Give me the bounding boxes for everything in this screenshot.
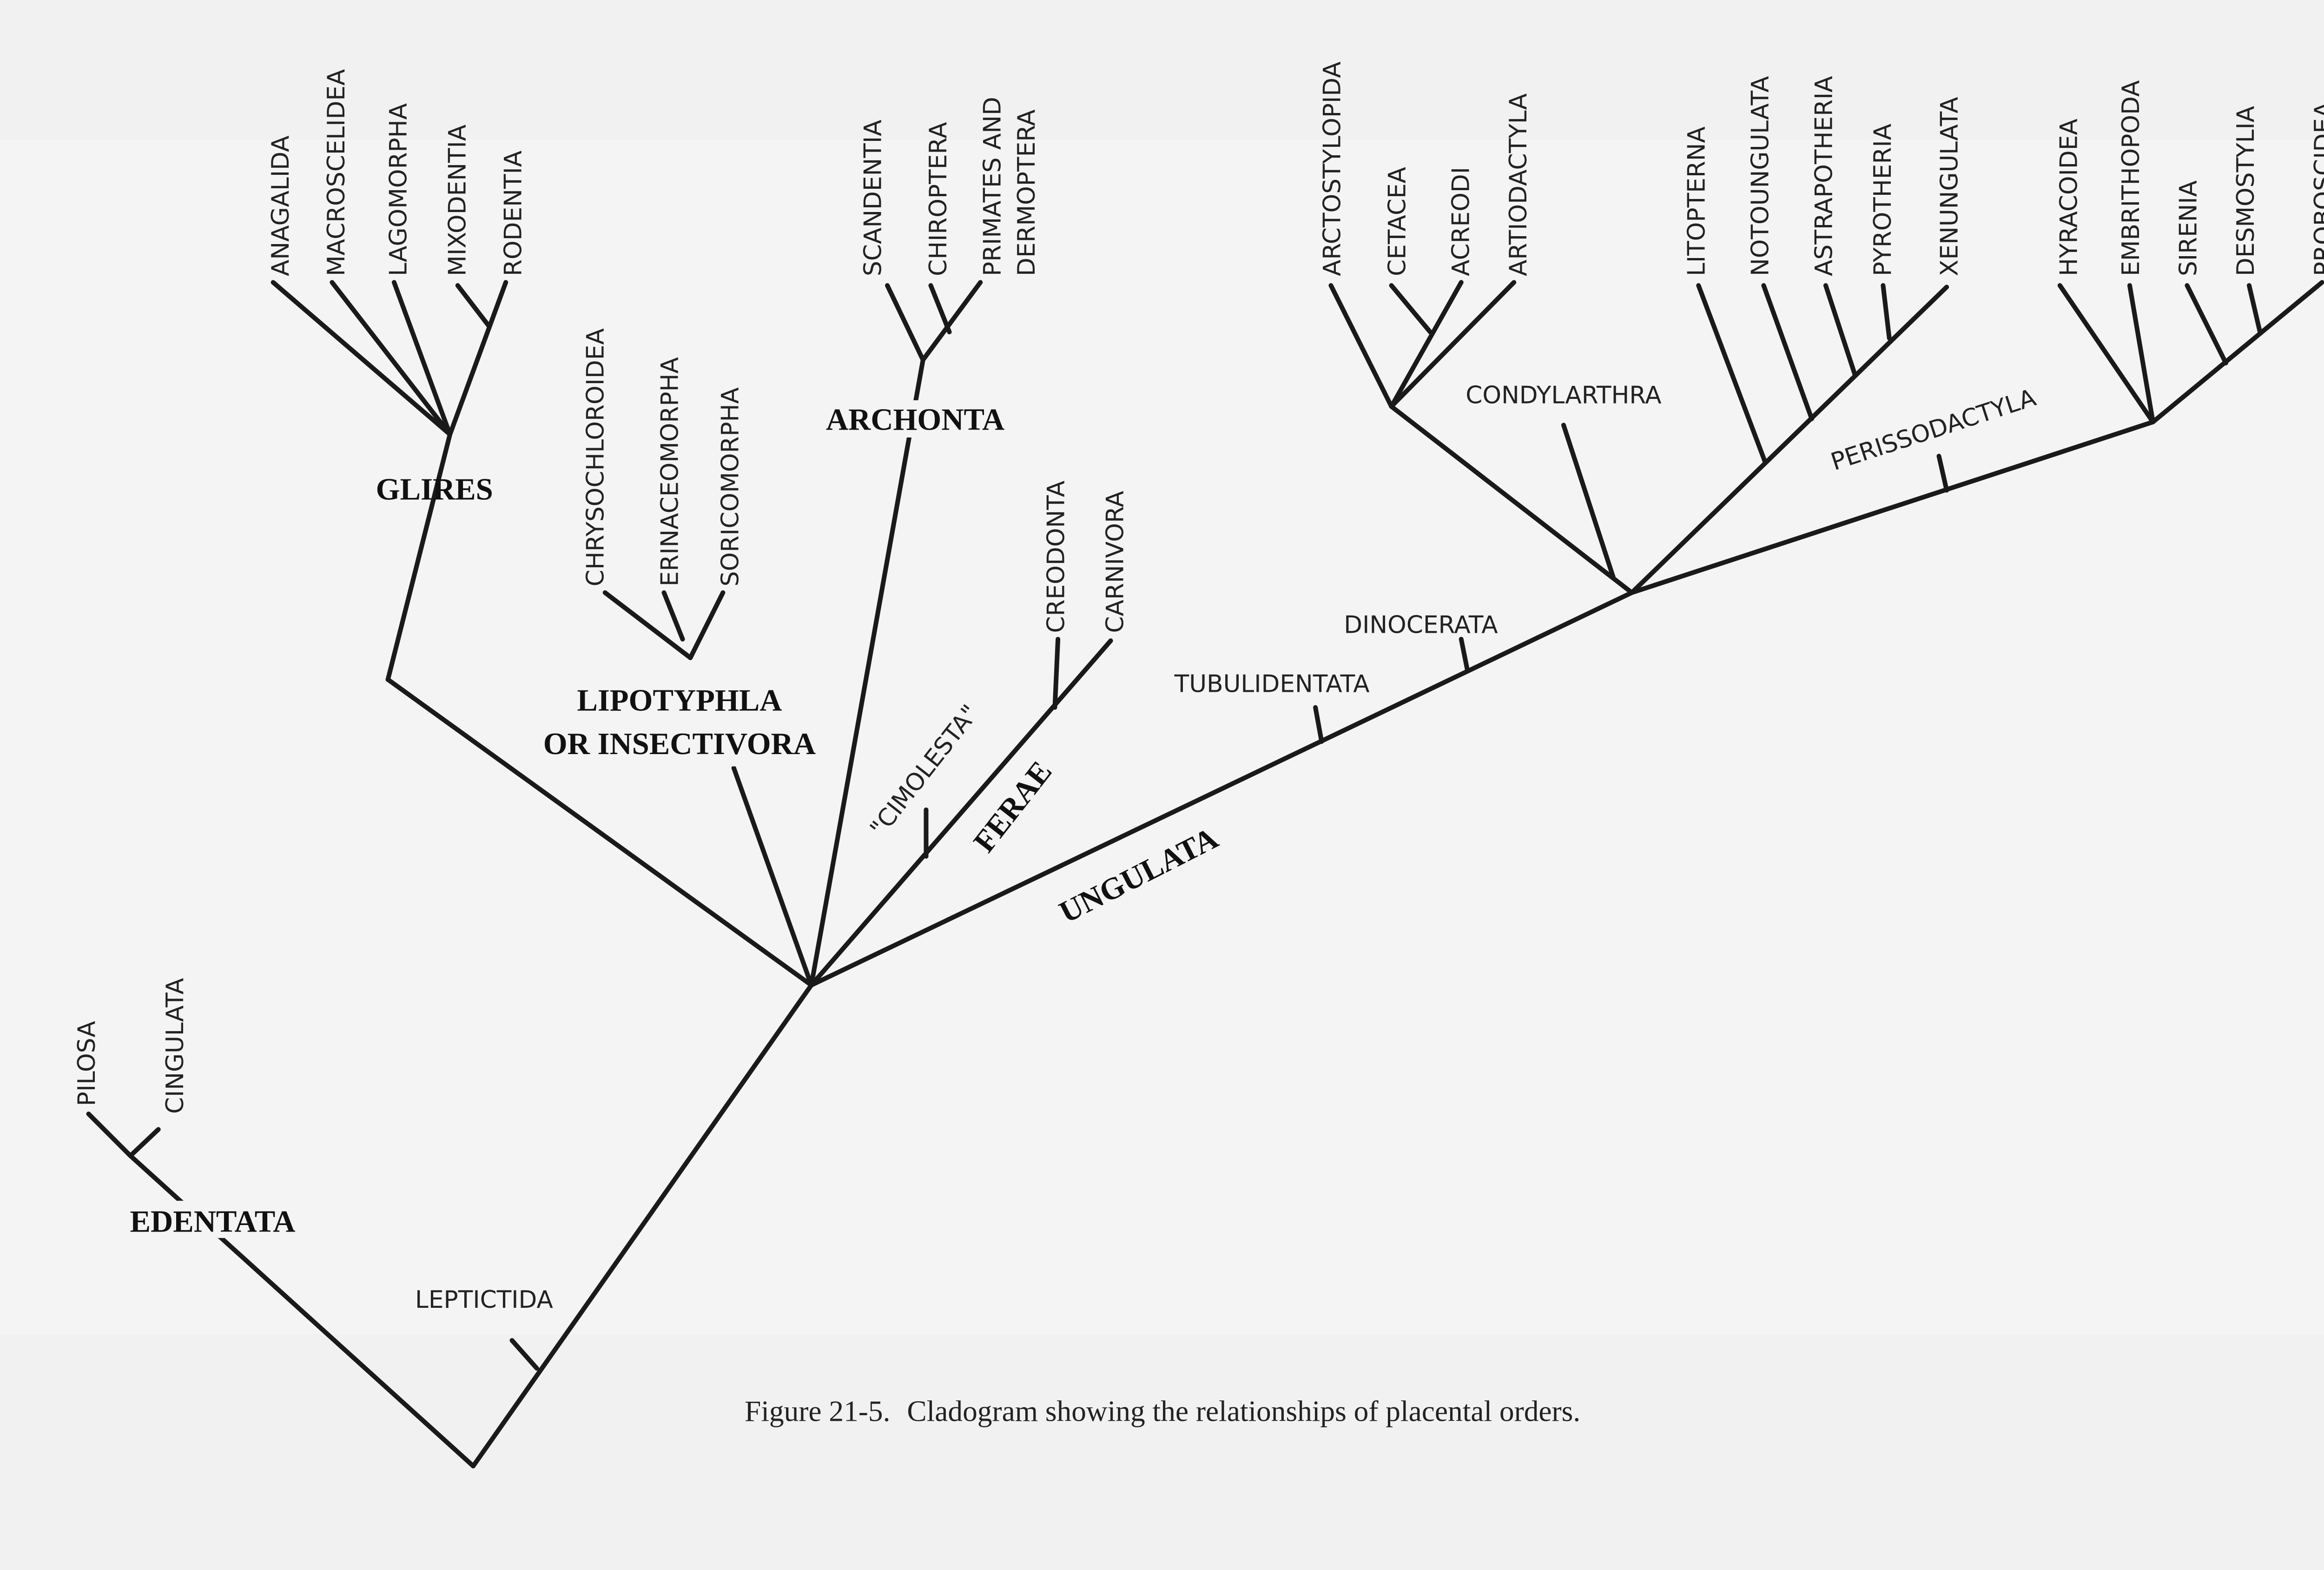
branch-line (920, 280, 983, 363)
branch-line (2057, 283, 2156, 424)
leaf-erinaceomorpha: ERINACEOMORPHA (656, 357, 684, 586)
leaf-primates-and: PRIMATES AND (979, 97, 1007, 276)
branch-line (1389, 283, 1433, 335)
branch-line (602, 590, 693, 660)
leaf-soricomorpha: SORICOMORPHA (717, 387, 745, 586)
leaf-embrithopoda: EMBRITHOPODA (2117, 80, 2145, 276)
branch-line (86, 1111, 133, 1159)
branch-line (1629, 285, 1949, 595)
branch-line (2185, 283, 2228, 365)
branch-line (128, 1127, 161, 1159)
leaf-chrysochloroidea: CHRYSOCHLOROIDEA (581, 328, 609, 586)
caption-label: Figure 21-5. (745, 1395, 890, 1428)
figure-caption: Figure 21-5. Cladogram showing the relat… (745, 1395, 1580, 1428)
group-edentata: EDENTATA (130, 1205, 296, 1239)
leaf-cingulata: CINGULATA (161, 978, 189, 1114)
leaf-astrapotheria: ASTRAPOTHERIA (1810, 76, 1838, 276)
branch-line (1313, 705, 1324, 744)
group-glires: GLIRES (376, 473, 493, 507)
leaf-desmostylia: DESMOSTYLIA (2232, 106, 2260, 276)
branch-line (1823, 283, 1858, 378)
leaf-dermoptera: DERMOPTERA (1013, 110, 1041, 276)
leaf-scandentia: SCANDENTIA (859, 120, 887, 276)
branch-line (1629, 419, 2156, 595)
group-archonta: ARCHONTA (826, 403, 1004, 437)
branch-line (1561, 423, 1616, 580)
leaf-rodentia: RODENTIA (500, 151, 528, 276)
branch-line (731, 765, 814, 987)
svg-text:Figure 21-5. Cladogram s: Figure 21-5. Cladogram showing the relat… (745, 1395, 1580, 1428)
group-dinocerata: DINOCERATA (1344, 611, 1498, 639)
leaf-litopterna: LITOPTERNA (1683, 126, 1711, 276)
branch-line (385, 677, 814, 987)
branch-line (1459, 636, 1470, 673)
branch-line (448, 280, 508, 437)
branch-line (1389, 280, 1464, 409)
branch-line (928, 283, 952, 335)
branch-line (688, 590, 726, 660)
leaf-sirenia: SIRENIA (2174, 180, 2202, 276)
branch-line (2127, 283, 2156, 424)
leaf-xenungulata: XENUNGULATA (1936, 97, 1964, 276)
group-lipotyphla: LIPOTYPHLA (577, 683, 782, 717)
leaf-arctostylopida: ARCTOSTYLOPIDA (1318, 61, 1346, 276)
branch-line (1696, 283, 1768, 465)
leaf-anagalida: ANAGALIDA (267, 136, 295, 276)
leaf-notoungulata: NOTOUNGULATA (1746, 76, 1774, 276)
branch-line (809, 590, 1634, 987)
branch-line (509, 1338, 539, 1371)
group-tubulidentata: TUBULIDENTATA (1174, 670, 1370, 698)
leaf-proboscidea: PROBOSCIDEA (2310, 102, 2324, 276)
leaf-creodonta: CREODONTA (1042, 481, 1070, 633)
group-leptictida: LEPTICTIDA (415, 1286, 553, 1314)
group-insectivora: OR INSECTIVORA (543, 727, 816, 761)
branch-line (1052, 636, 1061, 710)
branch-line (1389, 280, 1517, 409)
leaf-pilosa: PILOSA (73, 1021, 101, 1106)
branch-line (271, 280, 453, 437)
leaf-chiroptera: CHIROPTERA (924, 122, 952, 276)
leaf-lagomorpha: LAGOMORPHA (385, 103, 413, 276)
branch-line (1761, 283, 1814, 421)
branch-line (385, 432, 453, 682)
cladogram-branches (86, 280, 2324, 1469)
caption-text: Cladogram showing the relationships of p… (907, 1395, 1580, 1428)
leaf-labels: ANAGALIDA MACROSCELIDEA LAGOMORPHA MIXOD… (73, 61, 2324, 1114)
branch-line (330, 280, 453, 437)
leaf-acreodi: ACREODI (1447, 167, 1475, 276)
group-condylarthra: CONDYLARTHRA (1466, 382, 1661, 410)
leaf-artiodactyla: ARTIODACTYLA (1505, 93, 1532, 276)
branch-line (1936, 454, 1949, 493)
scan-area (0, 139, 2324, 1334)
leaf-pyrotheria: PYROTHERIA (1869, 124, 1897, 276)
leaf-hyracoidea: HYRACOIDEA (2055, 119, 2083, 276)
branch-line (391, 280, 453, 437)
branch-line (2151, 280, 2324, 424)
branch-line (2246, 283, 2263, 335)
branch-line (1881, 283, 1892, 341)
branch-line (471, 982, 814, 1469)
branch-line (455, 283, 491, 328)
branch-line (1389, 404, 1634, 595)
leaf-mixodentia: MIXODENTIA (443, 125, 471, 276)
branch-line (1328, 283, 1394, 409)
leaf-carnivora: CARNIVORA (1101, 491, 1129, 633)
branch-line (809, 358, 925, 987)
branch-line (809, 638, 1113, 987)
leaf-cetacea: CETACEA (1384, 167, 1412, 276)
leaf-macroscelidea: MACROSCELIDEA (323, 69, 350, 276)
branch-line (885, 283, 925, 363)
branch-line (661, 590, 685, 642)
